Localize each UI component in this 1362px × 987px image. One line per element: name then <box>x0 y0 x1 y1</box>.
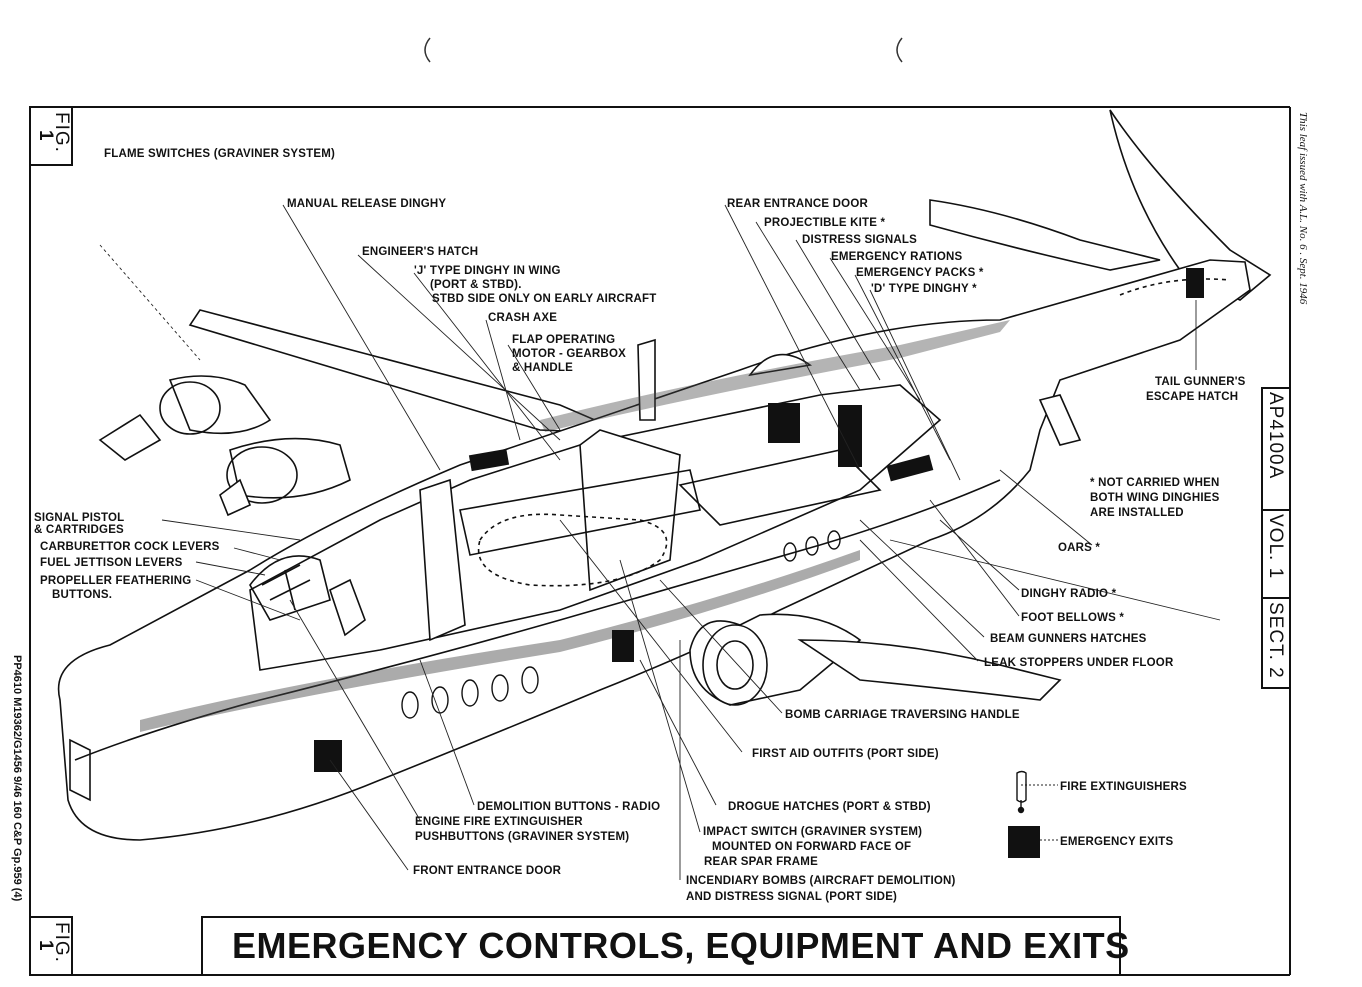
emergency-exit-markers <box>314 268 1204 772</box>
label-bomb-carriage: BOMB CARRIAGE TRAVERSING HANDLE <box>785 709 1020 721</box>
label-d-type-dinghy: 'D' TYPE DINGHY * <box>871 283 977 295</box>
label-impact-switch-2: MOUNTED ON FORWARD FACE OF <box>712 841 911 853</box>
label-front-entrance-door: FRONT ENTRANCE DOOR <box>413 865 562 877</box>
side-note: This leaf issued with A.L. No. 6 . Sept.… <box>1297 112 1309 305</box>
emergency-exit-marker <box>314 740 342 772</box>
label-emergency-rations: EMERGENCY RATIONS <box>831 251 963 263</box>
legend-emergency-exits: EMERGENCY EXITS <box>1060 836 1173 848</box>
label-tail-gunner-2: ESCAPE HATCH <box>1146 391 1238 403</box>
emergency-exit-marker <box>838 405 862 467</box>
fig-number-bottom: 1 <box>35 940 56 952</box>
label-flap-motor-1: FLAP OPERATING <box>512 334 615 346</box>
punch-mark <box>424 37 431 63</box>
label-not-carried-3: ARE INSTALLED <box>1090 507 1184 519</box>
leader-lines <box>99 204 1221 880</box>
print-code: PP4610 M19362/G1456 9/46 160 C&P Gp.959 … <box>11 655 23 902</box>
label-flame-switches: FLAME SWITCHES (GRAVINER SYSTEM) <box>104 148 335 160</box>
callout-labels: FLAME SWITCHES (GRAVINER SYSTEM) MANUAL … <box>34 148 1246 903</box>
label-incendiary-1: INCENDIARY BOMBS (AIRCRAFT DEMOLITION) <box>686 875 956 887</box>
label-impact-switch-1: IMPACT SWITCH (GRAVINER SYSTEM) <box>703 826 922 838</box>
emergency-exit-marker <box>1186 268 1204 298</box>
publication-ref: AP4100A <box>1265 392 1286 479</box>
label-engine-fire-2: PUSHBUTTONS (GRAVINER SYSTEM) <box>415 831 629 843</box>
emergency-exit-marker <box>468 448 510 472</box>
fig-label-top: FIG. <box>51 112 72 153</box>
label-projectible-kite: PROJECTIBLE KITE * <box>764 217 885 229</box>
legend: FIRE EXTINGUISHERS EMERGENCY EXITS <box>1008 770 1187 858</box>
label-flap-motor-3: & HANDLE <box>512 362 573 374</box>
label-propeller-1: PROPELLER FEATHERING <box>40 575 191 587</box>
label-j-type-dinghy-2: (PORT & STBD). <box>430 279 522 291</box>
flying-boat-illustration <box>57 109 1272 841</box>
label-crash-axe: CRASH AXE <box>488 312 557 324</box>
label-engineers-hatch: ENGINEER'S HATCH <box>362 246 478 258</box>
fig-number-top: 1 <box>35 130 56 142</box>
label-not-carried-1: * NOT CARRIED WHEN <box>1090 477 1219 489</box>
label-signal-pistol-2: & CARTRIDGES <box>34 524 124 536</box>
label-tail-gunner-1: TAIL GUNNER'S <box>1155 376 1246 388</box>
label-emergency-packs: EMERGENCY PACKS * <box>856 267 984 279</box>
label-incendiary-2: AND DISTRESS SIGNAL (PORT SIDE) <box>686 891 897 903</box>
label-j-type-dinghy-3: STBD SIDE ONLY ON EARLY AIRCRAFT <box>432 293 657 305</box>
label-first-aid: FIRST AID OUTFITS (PORT SIDE) <box>752 748 939 760</box>
page-frame <box>29 106 1291 976</box>
label-oars: OARS * <box>1058 542 1100 554</box>
label-not-carried-2: BOTH WING DINGHIES <box>1090 492 1220 504</box>
emergency-exit-marker <box>768 403 800 443</box>
fire-extinguisher-icon <box>1016 770 1027 814</box>
label-leak-stoppers: LEAK STOPPERS UNDER FLOOR <box>984 657 1174 669</box>
label-impact-switch-3: REAR SPAR FRAME <box>704 856 818 868</box>
page-title: EMERGENCY CONTROLS, EQUIPMENT AND EXITS <box>232 925 1130 966</box>
label-engine-fire-1: ENGINE FIRE EXTINGUISHER <box>415 816 583 828</box>
label-distress-signals: DISTRESS SIGNALS <box>802 234 917 246</box>
legend-fire-extinguishers: FIRE EXTINGUISHERS <box>1060 781 1187 793</box>
label-beam-gunners-hatches: BEAM GUNNERS HATCHES <box>990 633 1147 645</box>
label-foot-bellows: FOOT BELLOWS * <box>1021 612 1124 624</box>
label-fuel-jettison: FUEL JETTISON LEVERS <box>40 557 183 569</box>
label-flap-motor-2: MOTOR - GEARBOX <box>512 348 626 360</box>
punch-mark <box>896 37 903 63</box>
label-rear-entrance-door: REAR ENTRANCE DOOR <box>727 198 868 210</box>
label-drogue-hatches: DROGUE HATCHES (PORT & STBD) <box>728 801 931 813</box>
label-signal-pistol-1: SIGNAL PISTOL <box>34 512 124 524</box>
label-carburettor: CARBURETTOR COCK LEVERS <box>40 541 220 553</box>
label-j-type-dinghy-1: 'J' TYPE DINGHY IN WING <box>414 265 561 277</box>
label-demolition-buttons: DEMOLITION BUTTONS - RADIO <box>477 801 660 813</box>
publication-volume: VOL. 1 <box>1265 514 1286 579</box>
emergency-exit-marker <box>612 630 634 662</box>
fig-label-bottom: FIG. <box>51 922 72 963</box>
emergency-exit-marker <box>886 454 934 482</box>
label-dinghy-radio: DINGHY RADIO * <box>1021 588 1117 600</box>
emergency-exit-icon <box>1008 826 1040 858</box>
publication-section: SECT. 2 <box>1265 602 1286 679</box>
label-propeller-2: BUTTONS. <box>52 589 112 601</box>
label-manual-release-dinghy: MANUAL RELEASE DINGHY <box>287 198 446 210</box>
